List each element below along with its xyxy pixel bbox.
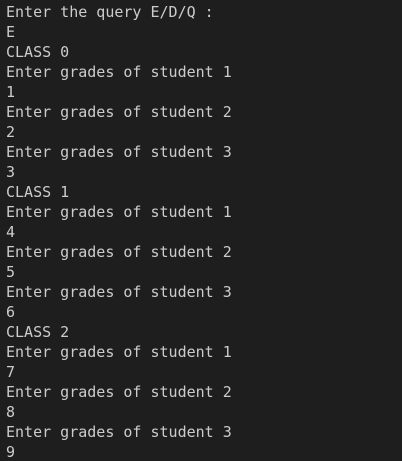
grade-prompt: Enter grades of student 1 bbox=[6, 63, 232, 81]
grade-prompt: Enter grades of student 3 bbox=[6, 143, 232, 161]
grade-input-echo: 4 bbox=[6, 223, 16, 241]
grade-prompt: Enter grades of student 1 bbox=[6, 203, 232, 221]
query-input-echo: E bbox=[6, 23, 16, 41]
class-header: CLASS 2 bbox=[6, 323, 70, 341]
grade-prompt: Enter grades of student 2 bbox=[6, 243, 232, 261]
grade-input-echo: 5 bbox=[6, 263, 16, 281]
class-header: CLASS 0 bbox=[6, 43, 70, 61]
grade-input-echo: 3 bbox=[6, 163, 16, 181]
grade-input-echo: 9 bbox=[6, 443, 16, 461]
grade-prompt: Enter grades of student 1 bbox=[6, 343, 232, 361]
query-prompt: Enter the query E/D/Q : bbox=[6, 3, 214, 21]
class-header: CLASS 1 bbox=[6, 183, 70, 201]
grade-input-echo: 2 bbox=[6, 123, 16, 141]
grade-input-echo: 6 bbox=[6, 303, 16, 321]
grade-prompt: Enter grades of student 2 bbox=[6, 383, 232, 401]
grade-input-echo: 8 bbox=[6, 403, 16, 421]
grade-input-echo: 1 bbox=[6, 83, 16, 101]
grade-prompt: Enter grades of student 3 bbox=[6, 423, 232, 441]
grade-input-echo: 7 bbox=[6, 363, 16, 381]
grade-prompt: Enter grades of student 3 bbox=[6, 283, 232, 301]
grade-prompt: Enter grades of student 2 bbox=[6, 103, 232, 121]
